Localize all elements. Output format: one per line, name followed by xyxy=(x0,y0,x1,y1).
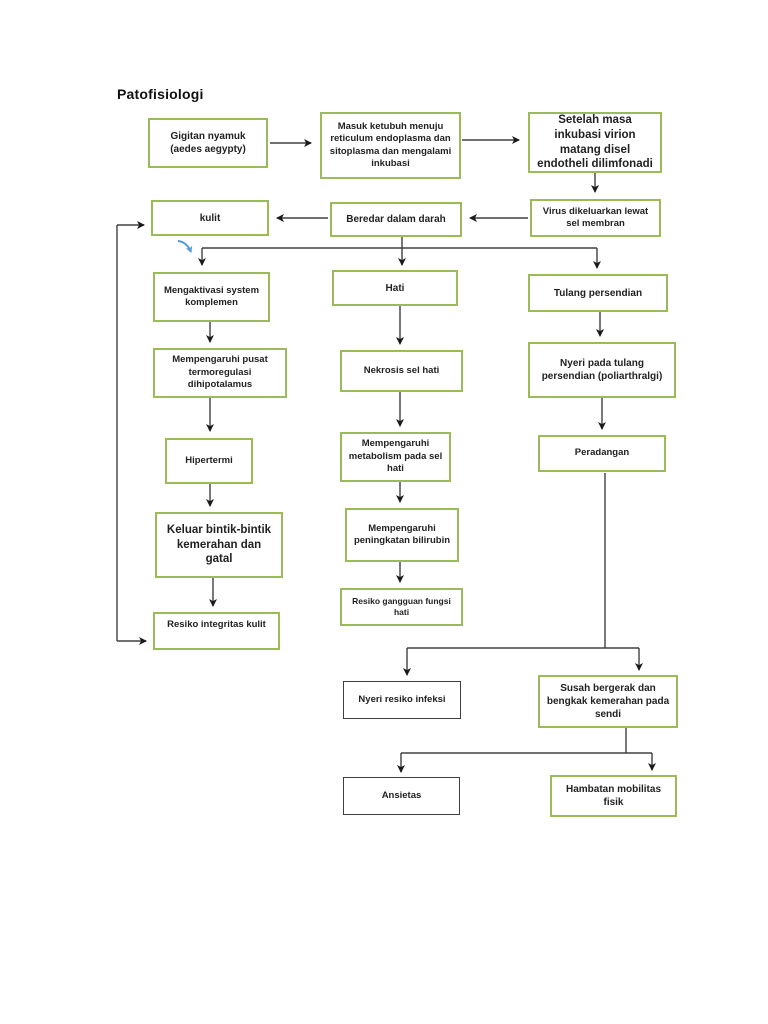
node-kulit: kulit xyxy=(151,200,269,236)
node-gigitan-nyamuk: Gigitan nyamuk (aedes aegypty) xyxy=(148,118,268,168)
node-label: Susah bergerak dan bengkak kemerahan pad… xyxy=(546,683,670,720)
node-label: Resiko gangguan fungsi hati xyxy=(352,595,451,617)
page-title: Patofisiologi xyxy=(117,86,204,102)
node-label: Hati xyxy=(385,282,405,294)
node-label: Mempengaruhi peningkatan bilirubin xyxy=(353,522,451,546)
node-label: Ansietas xyxy=(381,789,422,801)
node-hambatan-mobilitas-fisik: Hambatan mobilitas fisik xyxy=(550,775,677,817)
node-nyeri-pada-tulang-persendian: Nyeri pada tulang persendian (poliarthra… xyxy=(528,342,676,398)
node-beredar-dalam-darah: Beredar dalam darah xyxy=(330,202,462,237)
node-label: Mempengaruhi metabolism pada sel hati xyxy=(348,438,443,475)
node-label: Nekrosis sel hati xyxy=(363,364,440,376)
node-label: Gigitan nyamuk (aedes aegypty) xyxy=(170,131,246,155)
node-mempengaruhi-peningkatan-bilirubin: Mempengaruhi peningkatan bilirubin xyxy=(345,508,459,562)
node-mengaktivasi-system-komplemen: Mengaktivasi system komplemen xyxy=(153,272,270,322)
node-label: Beredar dalam darah xyxy=(346,214,446,225)
node-setelah-masa-inkubasi: Setelah masa inkubasi virion matang dise… xyxy=(528,112,662,173)
node-label: Mengaktivasi system komplemen xyxy=(163,284,260,308)
node-hipertermi: Hipertermi xyxy=(165,438,253,484)
node-mempengaruhi-metabolism: Mempengaruhi metabolism pada sel hati xyxy=(340,432,451,482)
node-label: Resiko integritas kulit xyxy=(167,619,266,630)
node-label: kulit xyxy=(199,212,221,224)
node-tulang-persendian: Tulang persendian xyxy=(528,274,668,312)
node-virus-dikeluarkan: Virus dikeluarkan lewat sel membran xyxy=(530,199,661,237)
node-label: Keluar bintik-bintik kemerahan dan gatal xyxy=(166,523,272,566)
node-ansietas: Ansietas xyxy=(343,777,460,815)
node-nyeri-resiko-infeksi: Nyeri resiko infeksi xyxy=(343,681,461,719)
node-peradangan: Peradangan xyxy=(538,435,666,472)
node-label: Hipertermi xyxy=(185,454,233,466)
node-susah-bergerak: Susah bergerak dan bengkak kemerahan pad… xyxy=(538,675,678,728)
node-label: Masuk ketubuh menuju reticulum endoplasm… xyxy=(329,120,452,169)
node-label: Nyeri resiko infeksi xyxy=(358,693,446,705)
node-resiko-gangguan-fungsi-hati: Resiko gangguan fungsi hati xyxy=(340,588,463,626)
node-resiko-integritas-kulit: Resiko integritas kulit xyxy=(153,612,280,650)
node-label: Peradangan xyxy=(574,447,630,459)
node-keluar-bintik-bintik: Keluar bintik-bintik kemerahan dan gatal xyxy=(155,512,283,578)
node-hati: Hati xyxy=(332,270,458,306)
node-mempengaruhi-pusat-termoregulasi: Mempengaruhi pusat termoregulasi dihipot… xyxy=(153,348,287,398)
node-label: Tulang persendian xyxy=(553,287,643,299)
node-label: Hambatan mobilitas fisik xyxy=(565,784,662,808)
node-masuk-ketubuh: Masuk ketubuh menuju reticulum endoplasm… xyxy=(320,112,461,179)
node-label: Mempengaruhi pusat termoregulasi dihipot… xyxy=(172,354,268,391)
node-label: Nyeri pada tulang persendian (poliarthra… xyxy=(541,358,663,382)
node-nekrosis-sel-hati: Nekrosis sel hati xyxy=(340,350,463,392)
node-label: Setelah masa inkubasi virion matang dise… xyxy=(537,113,653,171)
node-label: Virus dikeluarkan lewat sel membran xyxy=(542,205,649,229)
